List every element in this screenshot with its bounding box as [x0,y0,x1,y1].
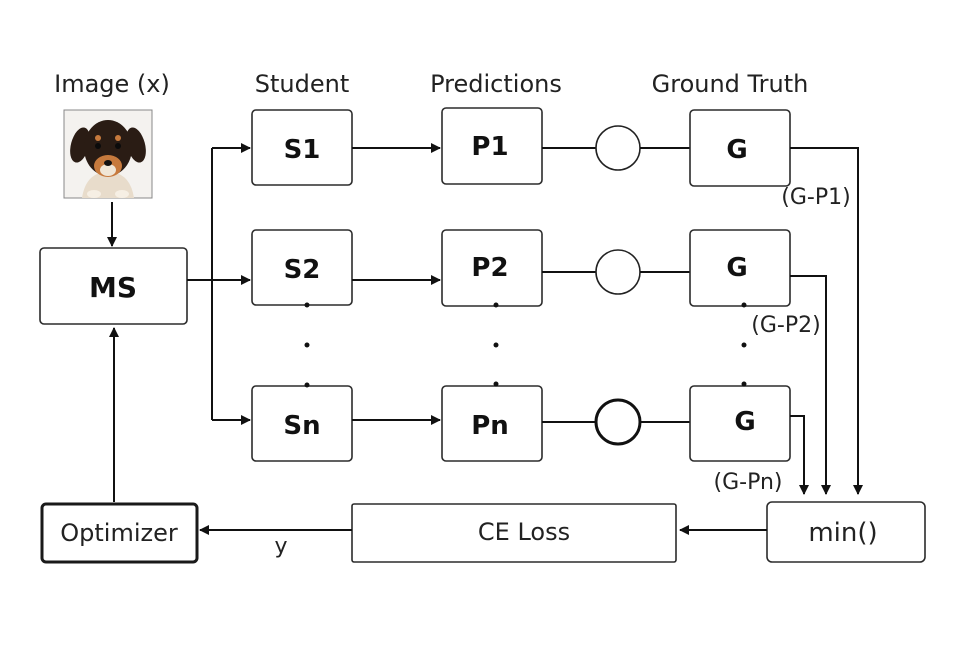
label-g-pn: (G-Pn) [714,470,783,495]
gn-label: G [734,407,755,437]
ground-truth-ellipsis [741,302,747,387]
p2-box [441,229,543,307]
label-g-p2: (G-P2) [751,313,820,338]
student-ellipsis [304,302,310,388]
pn-box [441,385,543,462]
edge-p2-to-g2 [542,249,690,295]
label-y: y [274,534,287,559]
pn-label: Pn [471,411,509,441]
min-label: min() [808,518,877,548]
edge-g2-to-min [790,275,831,495]
p1-label: P1 [471,132,508,162]
p2-label: P2 [471,253,508,283]
min-box [766,501,926,563]
input-image [63,109,153,199]
header-image: Image (x) [54,70,170,98]
s1-label: S1 [284,135,321,165]
sn-label: Sn [283,411,320,441]
g1-label: G [726,135,747,165]
g2-box [689,229,791,307]
ms-label: MS [89,271,137,304]
optimizer-box [40,502,199,564]
edge-g1-to-min [790,147,863,495]
comparator-1 [595,125,641,171]
optimizer-label: Optimizer [60,519,178,547]
celoss-box [351,503,677,563]
ms-box [39,247,188,325]
label-g-p1: (G-P1) [781,185,850,210]
sn-box [251,385,353,462]
header-ground-truth: Ground Truth [652,70,809,98]
p1-box [441,107,543,185]
celoss-label: CE Loss [478,518,570,546]
prediction-ellipsis [493,302,499,387]
edge-p1-to-g1 [542,125,690,171]
header-student: Student [255,70,349,98]
edge-ms-to-students [187,143,251,425]
s2-box [251,229,353,306]
comparator-2 [595,249,641,295]
edge-pn-to-gn [542,398,690,446]
g2-label: G [726,253,747,283]
header-predictions: Predictions [430,70,562,98]
gn-box [689,385,791,462]
comparator-n [594,398,642,446]
s2-label: S2 [284,255,321,285]
edge-gn-to-min [790,415,809,495]
